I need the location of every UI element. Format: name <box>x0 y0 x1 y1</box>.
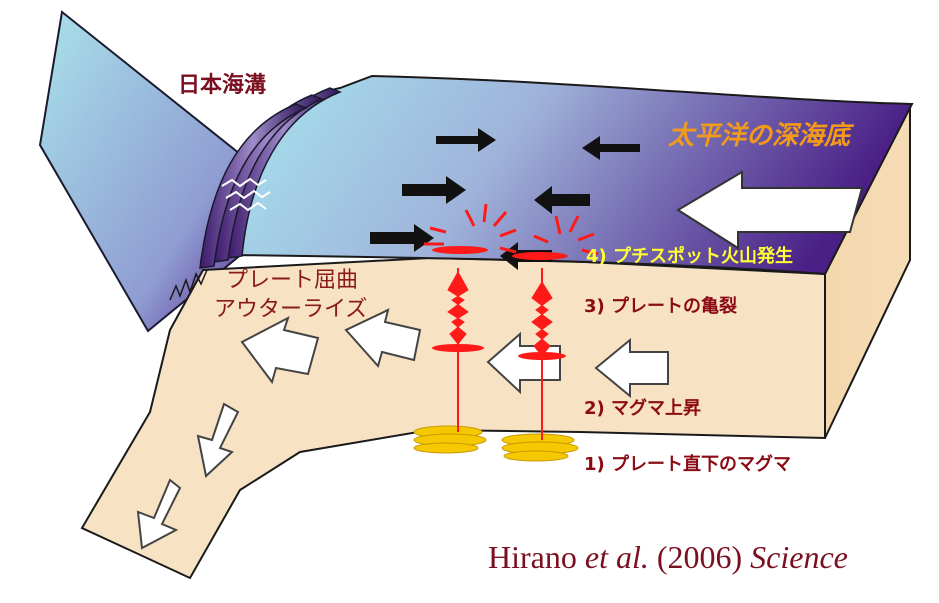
citation-authors: Hirano <box>488 539 577 575</box>
step1-label: 1) プレート直下のマグマ <box>584 453 791 475</box>
flow-arrow-6 <box>136 478 182 550</box>
flow-arrow-1 <box>594 337 669 399</box>
outer-rise-fractures <box>169 269 208 301</box>
citation-year: (2006) <box>657 539 742 575</box>
seafloor-label: 太平洋の深海底 <box>668 121 855 151</box>
step4-label: 4) プチスポット火山発生 <box>586 245 793 267</box>
magma-pools <box>413 425 579 462</box>
flow-arrow-3 <box>344 308 422 369</box>
arrow-right-1 <box>436 128 496 152</box>
step2-label: 2) マグマ上昇 <box>584 397 701 419</box>
trench-label: 日本海溝 <box>178 72 266 98</box>
citation-journal: Science <box>750 539 848 575</box>
bending-label-line2: アウターライズ <box>214 297 367 322</box>
flow-arrow-5 <box>196 402 240 478</box>
step3-label: 3) プレートの亀裂 <box>584 295 737 317</box>
flow-arrow-4 <box>240 315 320 385</box>
seafloor-large-arrow <box>676 170 864 250</box>
citation: Hirano et al. (2006) Science <box>488 539 848 575</box>
ocean-floor-surface <box>234 74 914 276</box>
arrow-right-3 <box>370 224 434 252</box>
trench-ridges <box>199 87 343 269</box>
citation-etal: et al. <box>585 539 649 575</box>
arrow-left-2 <box>534 186 590 214</box>
magma-conduits <box>424 203 599 440</box>
arrow-left-1 <box>582 136 640 160</box>
arrow-right-2 <box>402 176 466 204</box>
bending-label-line1: プレート屈曲 <box>226 268 358 293</box>
